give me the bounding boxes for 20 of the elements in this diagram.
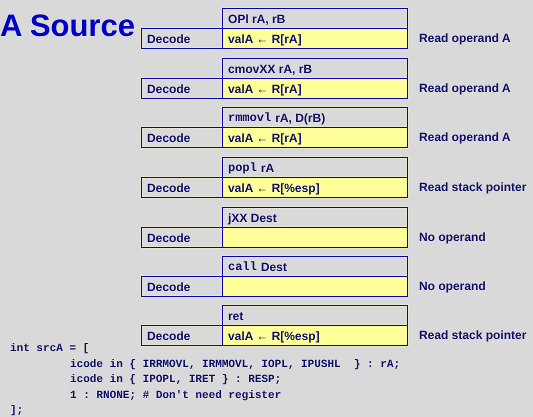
code-line: 1 : RNONE; # Don't need register [70,390,282,402]
description-text: No operand [419,231,486,243]
code-line: icode in { IPOPL, IRET } : RESP; [70,375,282,386]
description-text: Read stack pointer [419,181,526,193]
description-text: No operand [419,280,486,292]
code-line: int srcA = [ [10,344,90,355]
description-text: Read stack pointer [419,329,526,341]
operation-box: valA ← R[rA] [222,28,408,49]
operation-box: valA ← R[rA] [222,78,408,99]
description-text: Read operand A [419,82,511,94]
operation-box [222,276,408,297]
description-text: Read operand A [419,32,511,44]
operation-box [222,227,408,248]
code-line: ]; [10,406,24,417]
operation-box: valA ← R[rA] [222,127,408,148]
code-line: icode in { IRRMOVL, IRMMOVL, IOPL, IPUSHL } : rA; [70,360,400,370]
operation-box: valA ← R[%esp] [222,177,408,198]
operation-box: valA ← R[%esp] [222,325,408,346]
slide-title: A Source [0,10,135,41]
description-text: Read operand A [419,131,511,143]
